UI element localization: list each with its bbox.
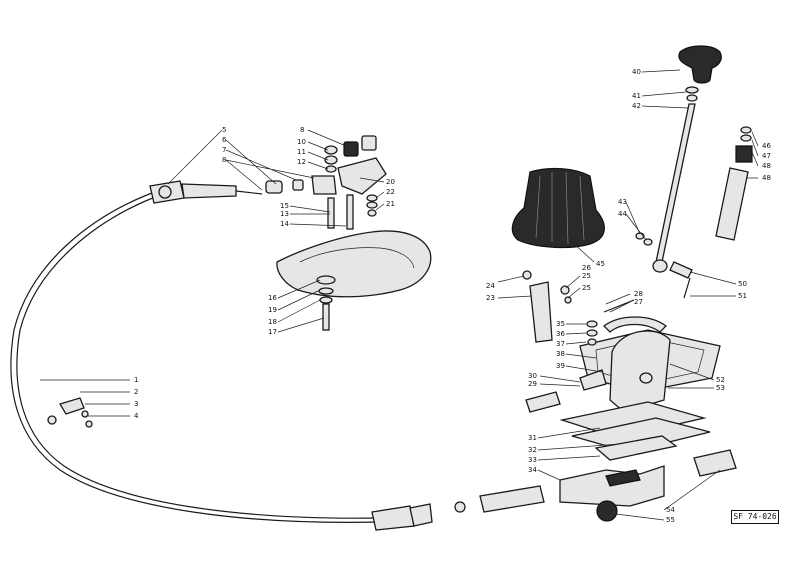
callout-36: 36: [556, 330, 565, 338]
callout-55: 55: [666, 516, 675, 524]
rubber-gaiter-boot: [511, 167, 605, 249]
callout-5: 5: [222, 126, 226, 134]
selector-plate: [522, 270, 572, 343]
callout-48: 48: [762, 162, 771, 170]
callout-4: 4: [134, 412, 139, 420]
callout-40: 40: [632, 68, 641, 76]
callout-14: 14: [280, 220, 289, 228]
callout-48-lower: 48: [762, 174, 771, 182]
callout-25-lower: 25: [582, 284, 591, 292]
callout-54: 54: [666, 506, 675, 514]
callout-20: 20: [386, 178, 395, 186]
callout-8-upper: 8: [300, 126, 304, 134]
pivot-cover-housing: [276, 230, 432, 331]
pivot-bracket-parts: [324, 135, 387, 230]
callout-23: 23: [486, 294, 495, 302]
reverse-light-switch: [596, 449, 737, 522]
callout-6: 6: [222, 136, 227, 144]
callout-29: 29: [528, 380, 537, 388]
callout-33: 33: [528, 456, 537, 464]
callout-32: 32: [528, 446, 537, 454]
callout-47: 47: [762, 152, 771, 160]
gasket-and-base: [479, 401, 711, 513]
callout-35: 35: [556, 320, 565, 328]
lever-sleeve-parts: [715, 126, 753, 241]
callout-2: 2: [134, 388, 138, 396]
shift-tower-housing: [525, 299, 721, 413]
callout-42: 42: [632, 102, 641, 110]
callout-12: 12: [297, 158, 306, 166]
callout-24: 24: [486, 282, 495, 290]
callout-28: 28: [634, 290, 643, 298]
callout-37: 37: [556, 340, 565, 348]
callout-15: 15: [280, 202, 289, 210]
callout-17: 17: [268, 328, 277, 336]
control-cable: [10, 180, 466, 531]
callout-8: 8: [222, 156, 226, 164]
callout-25: 25: [582, 272, 591, 280]
leader-lines: [40, 69, 759, 521]
callout-30: 30: [528, 372, 537, 380]
callout-21: 21: [386, 200, 395, 208]
callout-22: 22: [386, 188, 395, 196]
callout-50: 50: [738, 280, 747, 288]
callout-1: 1: [134, 376, 138, 384]
callout-26: 26: [582, 264, 591, 272]
callout-53: 53: [716, 384, 725, 392]
callout-51: 51: [738, 292, 747, 300]
callout-3: 3: [134, 400, 138, 408]
callout-44: 44: [618, 210, 627, 218]
callout-labels: 1 2 3 4 5 6 7 8 8 10 11 12 13 14 15 16 1…: [134, 68, 771, 524]
callout-41: 41: [632, 92, 641, 100]
callout-45: 45: [596, 260, 605, 268]
gear-lever-assembly: [635, 45, 722, 299]
callout-34: 34: [528, 466, 537, 474]
callout-43: 43: [618, 198, 627, 206]
cable-end-fittings: [59, 397, 93, 428]
callout-38: 38: [556, 350, 565, 358]
callout-39: 39: [556, 362, 565, 370]
cable-clevis-parts: [265, 175, 337, 195]
callout-19: 19: [268, 306, 277, 314]
callout-18: 18: [268, 318, 277, 326]
callout-11: 11: [297, 148, 306, 156]
callout-52: 52: [716, 376, 725, 384]
callout-46: 46: [762, 142, 771, 150]
figure-reference-code: SF 74-026: [731, 510, 779, 524]
callout-10: 10: [297, 138, 306, 146]
callout-13: 13: [280, 210, 289, 218]
callout-27: 27: [634, 298, 643, 306]
callout-16: 16: [268, 294, 277, 302]
callout-7: 7: [222, 146, 226, 154]
callout-31: 31: [528, 434, 537, 442]
